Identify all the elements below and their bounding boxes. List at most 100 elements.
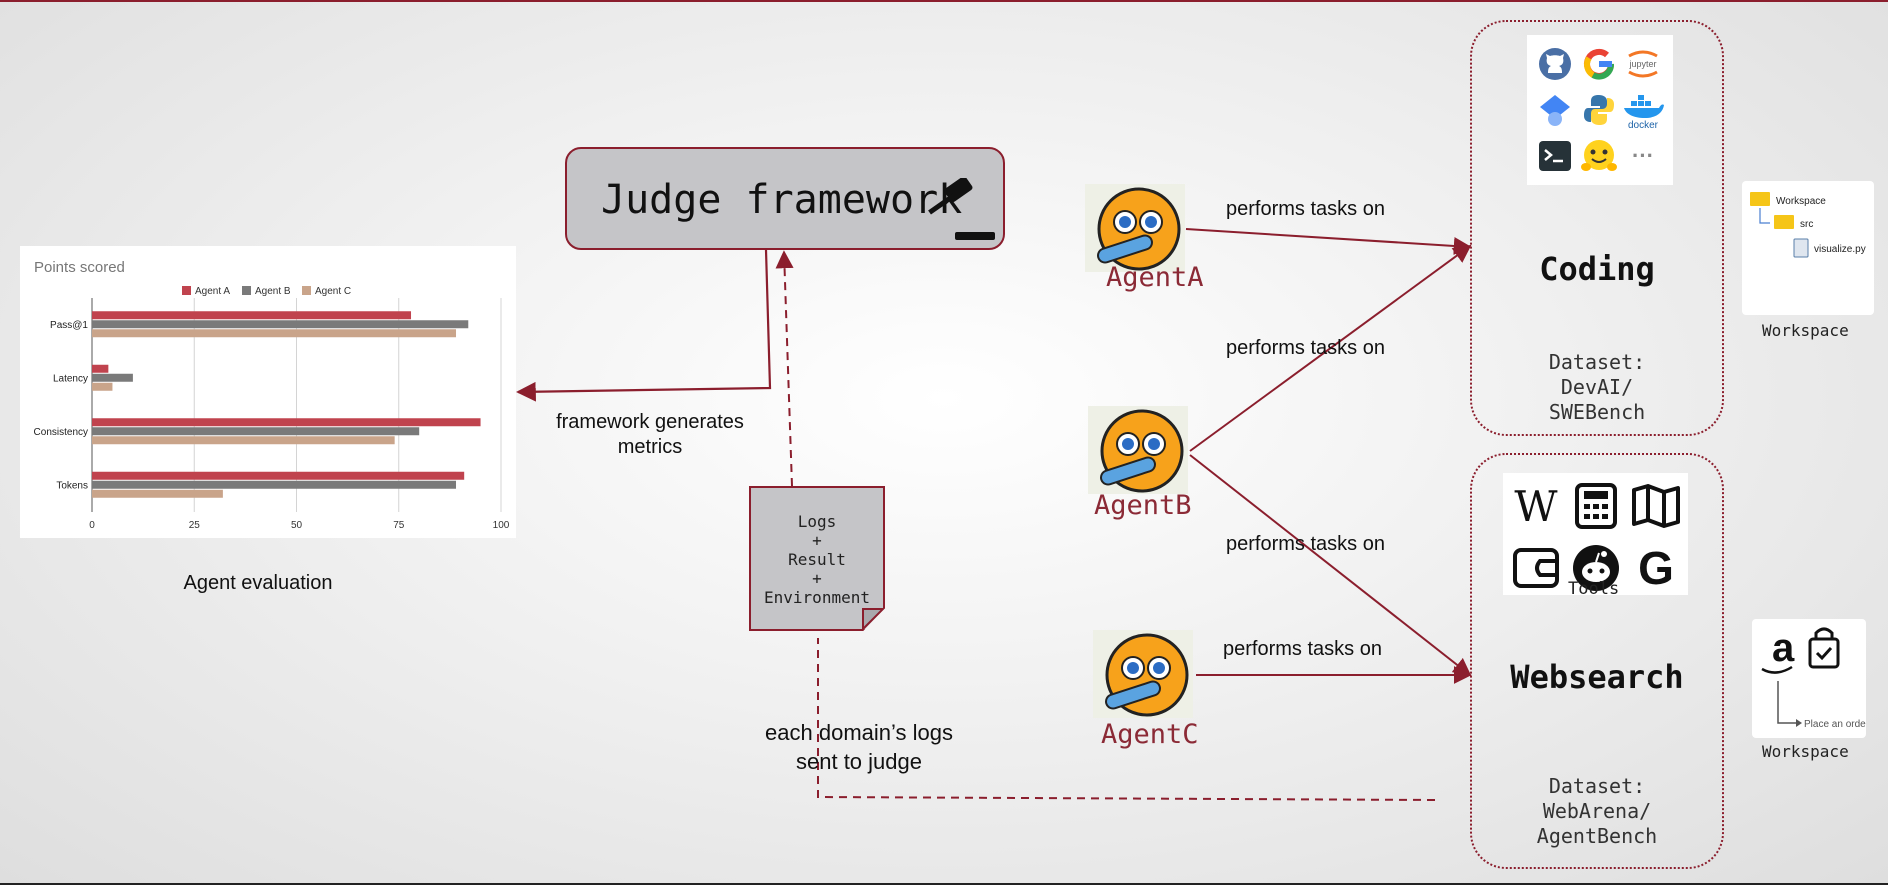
bar (92, 436, 395, 445)
websearch-domain: W G Tools Websearch Dataset: WebArena/ A… (1470, 453, 1724, 869)
bar (92, 373, 133, 382)
performs-label-b1: performs tasks on (1226, 337, 1385, 359)
dataset-name-2: SWEBench (1548, 400, 1646, 424)
logs-sent-line1: each domain’s logs (765, 720, 953, 745)
jupyter-icon: jupyter (1621, 41, 1665, 87)
chart-title: Points scored (34, 259, 125, 276)
metrics-label-line1: framework generates (556, 411, 744, 433)
performs-label-c: performs tasks on (1223, 638, 1382, 660)
svg-text:Workspace: Workspace (1776, 196, 1826, 207)
wikipedia-icon: W (1514, 481, 1558, 531)
x-tick-label: 75 (393, 520, 405, 531)
gavel-icon (928, 178, 995, 240)
docker-icon: docker (1621, 87, 1665, 133)
performs-label-b2: performs tasks on (1226, 533, 1385, 555)
coding-title: Coding (1539, 250, 1655, 288)
terminal-icon (1533, 133, 1577, 179)
svg-text:visualize.py: visualize.py (1814, 244, 1866, 255)
github-icon (1533, 41, 1577, 87)
legend-label: Agent C (315, 286, 351, 297)
performs-label-a: performs tasks on (1226, 198, 1385, 220)
amazon-icon: a (1772, 626, 1795, 670)
domain-logs-line (817, 638, 1436, 801)
websearch-dataset: Dataset: WebArena/ AgentBench (1472, 774, 1722, 849)
logs-sent-label: each domain’s logs sent to judge (724, 718, 994, 776)
legend-label: Agent B (255, 286, 291, 297)
shopping-bag-icon (1808, 627, 1840, 669)
bar (92, 418, 481, 427)
agentB-coding-arrow (1189, 244, 1472, 452)
chart-bars (92, 311, 481, 498)
bar (92, 382, 113, 391)
metrics-label: framework generates metrics (520, 410, 780, 460)
dataset-label: Dataset: (1548, 350, 1646, 374)
agentC-avatar-icon (1093, 630, 1193, 718)
metrics-label-line2: metrics (617, 436, 683, 458)
python-file-icon (1793, 238, 1809, 258)
agentB-websearch-arrow (1189, 454, 1472, 677)
x-tick-label: 50 (291, 520, 303, 531)
tools-label: Tools (1568, 579, 1620, 599)
coding-domain: jupyter docker ··· Coding Dataset: DevAI… (1470, 20, 1724, 436)
category-label: Tokens (56, 480, 88, 491)
chart-legend: Agent A Agent B Agent C (182, 286, 351, 297)
result-line: Result (788, 550, 846, 569)
gcloud-icon (1533, 87, 1577, 133)
category-label: Pass@1 (50, 320, 88, 331)
bar (92, 329, 457, 338)
websearch-workspace-label: Workspace (1762, 742, 1849, 761)
dataset-label: Dataset: (1548, 774, 1646, 798)
file-tree: Workspace src visualize.py (1750, 192, 1866, 258)
agentA-avatar-icon (1085, 184, 1185, 272)
dataset-name-2: AgentBench (1536, 824, 1658, 848)
bar (92, 364, 109, 373)
bar (92, 311, 412, 320)
chart-caption: Agent evaluation (183, 572, 333, 594)
note-fold-icon (862, 608, 885, 631)
calculator-icon (1566, 475, 1626, 537)
svg-text:docker: docker (1628, 120, 1659, 130)
dataset-name-1: DevAI/ (1560, 375, 1634, 399)
logs-result-note: Logs + Result + Environment (749, 486, 885, 631)
x-tick-label: 25 (189, 520, 201, 531)
websearch-title: Websearch (1510, 658, 1684, 696)
agentC-label: AgentC (1101, 719, 1199, 750)
websearch-tools-card: W G (1503, 473, 1688, 595)
wallet-icon (1506, 537, 1566, 599)
judge-framework-box: Judge framework (565, 147, 1005, 250)
websearch-workspace-card: a Place an order (1752, 619, 1870, 738)
agentB-label: AgentB (1094, 490, 1192, 521)
google-icon: G (1638, 542, 1674, 594)
legend-swatch (302, 286, 311, 295)
bar (92, 489, 223, 498)
agent-evaluation-chart: Points scored Agent A Agent B Agent C Pass… (20, 246, 516, 538)
coding-dataset: Dataset: DevAI/ SWEBench (1472, 350, 1722, 425)
more-icon: ··· (1632, 143, 1654, 168)
judge-title: Judge framework (601, 177, 963, 223)
svg-text:jupyter: jupyter (1628, 59, 1656, 69)
coding-workspace-card: Workspace src visualize.py (1742, 181, 1874, 315)
coding-tools-card: jupyter docker ··· (1527, 35, 1673, 185)
agentA-arrow (1185, 228, 1472, 255)
reddit-icon (1566, 537, 1626, 599)
bar (92, 320, 469, 329)
legend-swatch (242, 286, 251, 295)
environment-line: Environment (764, 588, 870, 607)
x-tick-label: 0 (89, 520, 95, 531)
folder-icon (1774, 215, 1794, 229)
svg-text:Place an order: Place an order (1804, 719, 1866, 730)
plus-line: + (812, 569, 822, 588)
legend-swatch (182, 286, 191, 295)
legend-label: Agent A (195, 286, 230, 297)
category-label: Latency (53, 373, 88, 384)
amazon-smile (1761, 665, 1793, 674)
logs-to-judge-arrow (775, 250, 794, 487)
map-icon (1626, 475, 1686, 537)
google-icon (1577, 41, 1621, 87)
bar (92, 427, 420, 436)
logs-sent-line2: sent to judge (796, 749, 922, 774)
logs-line: Logs (797, 512, 837, 531)
agentA-label: AgentA (1106, 262, 1204, 293)
plus-line: + (812, 531, 822, 550)
